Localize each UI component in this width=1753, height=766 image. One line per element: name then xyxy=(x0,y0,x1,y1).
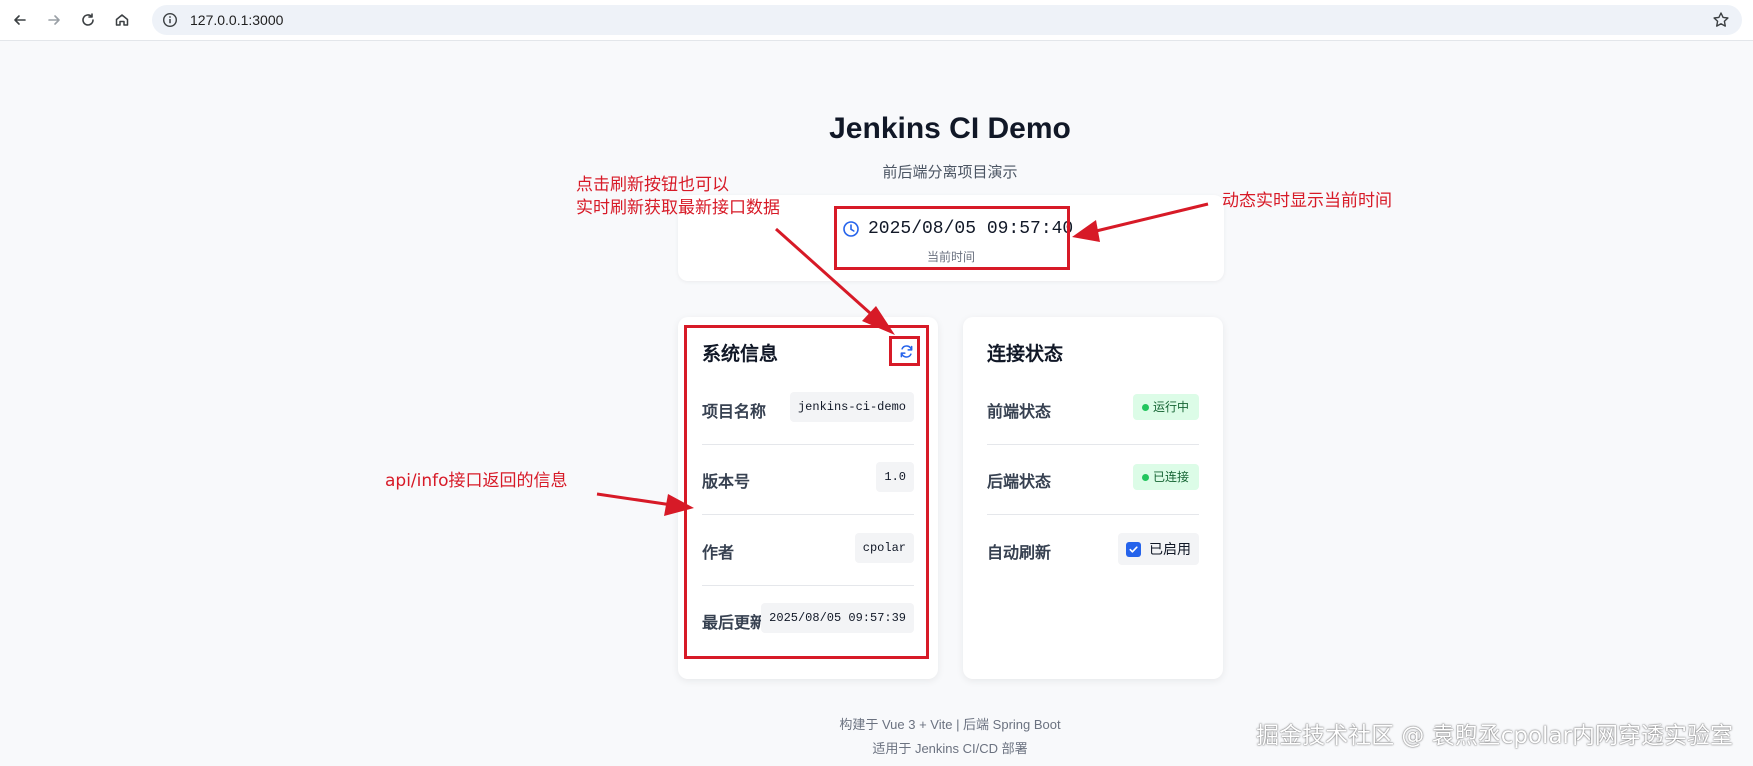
annotation-box-refresh xyxy=(889,336,920,366)
info-row-label: 版本号 xyxy=(702,474,751,491)
annotation-api-note: api/info接口返回的信息 xyxy=(385,471,568,491)
info-row-value: 1.0 xyxy=(876,462,914,492)
back-icon[interactable] xyxy=(8,8,32,32)
refresh-icon xyxy=(900,344,912,358)
status-badge: 已连接 xyxy=(1132,464,1199,490)
info-row-label: 最后更新 xyxy=(702,615,767,632)
page-title: Jenkins CI Demo xyxy=(829,112,1071,145)
status-row-frontend: 前端状态 运行中 xyxy=(987,374,1199,445)
annotation-box-system-info xyxy=(684,325,929,659)
connection-status-card: 连接状态 前端状态 运行中 后端状态 已连接 自动刷新 已启用 xyxy=(963,317,1223,679)
status-row-auto-refresh: 自动刷新 已启用 xyxy=(987,515,1199,585)
url-text[interactable]: 127.0.0.1:3000 xyxy=(190,12,284,28)
address-bar[interactable]: 127.0.0.1:3000 xyxy=(152,5,1742,35)
info-row-version: 版本号 1.0 xyxy=(702,444,914,515)
system-info-card: 系统信息 项目名称 jenkins-ci-demo 版本号 1.0 作者 cpo… xyxy=(678,317,938,679)
status-row-backend: 后端状态 已连接 xyxy=(987,444,1199,515)
footer-line-1: 构建于 Vue 3 + Vite | 后端 Spring Boot xyxy=(839,717,1061,732)
browser-toolbar: 127.0.0.1:3000 xyxy=(0,0,1753,41)
current-time: 2025/08/05 09:57:40 xyxy=(868,219,1074,239)
info-icon[interactable] xyxy=(162,12,178,28)
system-info-title: 系统信息 xyxy=(702,344,779,365)
auto-refresh-toggle[interactable]: 已启用 xyxy=(1118,533,1199,565)
info-row-author: 作者 cpolar xyxy=(702,515,914,586)
page-subtitle: 前后端分离项目演示 xyxy=(882,164,1018,181)
annotation-time-note: 动态实时显示当前时间 xyxy=(1222,191,1392,211)
footer-line-2: 适用于 Jenkins CI/CD 部署 xyxy=(872,741,1028,756)
reload-icon[interactable] xyxy=(76,8,100,32)
status-row-label: 前端状态 xyxy=(987,404,1052,421)
info-row-value: 2025/08/05 09:57:39 xyxy=(761,603,914,633)
current-time-label: 当前时间 xyxy=(926,250,975,264)
auto-refresh-checkbox[interactable] xyxy=(1126,541,1141,557)
forward-icon[interactable] xyxy=(42,8,66,32)
status-row-label: 后端状态 xyxy=(987,474,1052,491)
status-badge: 运行中 xyxy=(1132,394,1199,420)
auto-refresh-label: 已启用 xyxy=(1149,541,1191,557)
star-icon[interactable] xyxy=(1712,11,1730,29)
status-dot xyxy=(1141,404,1149,411)
status-dot xyxy=(1141,474,1149,481)
info-row-label: 作者 xyxy=(702,545,735,562)
connection-status-title: 连接状态 xyxy=(987,344,1064,365)
info-row-project-name: 项目名称 jenkins-ci-demo xyxy=(702,374,914,445)
annotation-box-clock xyxy=(834,206,1070,270)
home-icon[interactable] xyxy=(110,8,134,32)
info-row-value: jenkins-ci-demo xyxy=(789,392,914,422)
info-row-label: 项目名称 xyxy=(702,404,767,421)
info-row-last-updated: 最后更新 2025/08/05 09:57:39 xyxy=(702,585,914,655)
status-row-label: 自动刷新 xyxy=(987,545,1052,562)
refresh-button[interactable] xyxy=(896,341,916,361)
watermark: 掘金技术社区 @ 袁煦丞cpolar内网穿透实验室 xyxy=(1256,723,1733,749)
annotation-refresh-note-2: 实时刷新获取最新接口数据 xyxy=(576,198,780,218)
info-row-value: cpolar xyxy=(854,533,914,563)
annotation-refresh-note-1: 点击刷新按钮也可以 xyxy=(576,175,729,195)
